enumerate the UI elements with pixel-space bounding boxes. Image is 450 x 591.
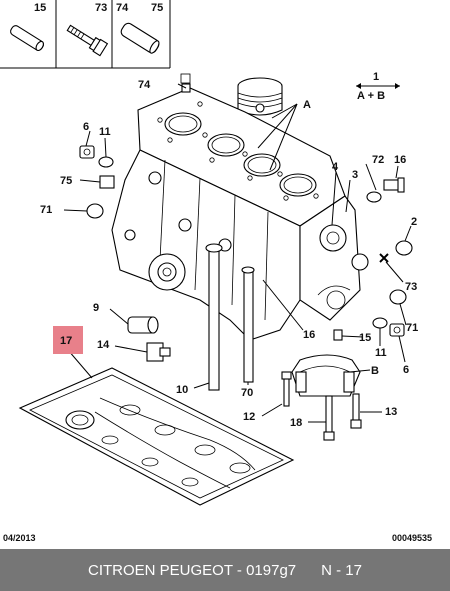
callout-16-mid: 16	[303, 329, 315, 341]
sleeve-9-icon	[127, 316, 159, 334]
bolt-16-right-icon	[383, 177, 405, 193]
washer-11-left-icon	[98, 156, 114, 168]
date-label: 04/2013	[3, 533, 36, 543]
callout-17-highlight: 17	[53, 326, 83, 354]
callout-A: A	[303, 99, 311, 111]
callout-B: B	[371, 365, 379, 377]
callout-73: 73	[405, 281, 417, 293]
leader-lines	[63, 78, 412, 423]
callout-11-right: 11	[375, 347, 387, 359]
highlight-box	[53, 326, 83, 354]
fitting-14-icon	[146, 342, 171, 362]
callout-labels: 74 A 6 11 75 71 72 16 4 3 2 73 71 15 11 …	[40, 73, 418, 429]
callout-3: 3	[352, 169, 358, 181]
cross-mark-icon	[379, 253, 389, 263]
callout-14: 14	[97, 339, 110, 351]
small-parts	[79, 83, 413, 441]
header-label-75: 75	[151, 2, 163, 14]
callout-13: 13	[385, 406, 397, 418]
header-label-73: 73	[95, 2, 107, 14]
footer-bar	[0, 549, 450, 591]
tube-70	[241, 266, 255, 383]
washer-11-right-icon	[372, 317, 388, 329]
callout-12: 12	[243, 411, 255, 423]
piston-icon	[237, 77, 283, 116]
header-parts-strip: 15 73 74 75	[0, 0, 171, 69]
callout-10: 10	[176, 384, 188, 396]
callout-11-left: 11	[99, 126, 111, 138]
footer-text: CITROEN PEUGEOT - 0197g7 N - 17	[88, 562, 362, 579]
plug-71-left-icon	[86, 203, 104, 219]
bolt-13-icon	[350, 393, 362, 429]
plug-2-icon	[395, 240, 413, 256]
main-bearing-cap	[291, 354, 361, 397]
pin-15-icon	[333, 329, 343, 341]
plug-71-right-icon	[389, 289, 407, 305]
callout-6-left: 6	[83, 121, 89, 133]
bolt-icon	[66, 24, 109, 57]
callout-71-right: 71	[406, 322, 418, 334]
legend-formula: A + B	[357, 90, 385, 102]
plug-6-right-icon	[389, 323, 405, 337]
sleeve-icon	[120, 22, 160, 54]
header-label-15: 15	[34, 2, 46, 14]
callout-6-right: 6	[403, 364, 409, 376]
callout-4: 4	[332, 161, 339, 173]
plug-6-left-icon	[79, 145, 95, 159]
callout-16-right: 16	[394, 154, 406, 166]
sleeve-75-icon	[99, 175, 115, 189]
callout-74-box	[180, 73, 191, 84]
washer-72-icon	[366, 191, 382, 203]
bolt-18-icon	[323, 395, 335, 441]
dowel-pin-icon	[10, 25, 44, 52]
gasket-set	[18, 367, 295, 506]
callout-15: 15	[359, 332, 371, 344]
callout-72: 72	[372, 154, 384, 166]
callout-9: 9	[93, 302, 99, 314]
dipstick-tube	[205, 243, 223, 391]
assembly-legend: 1 A + B	[356, 71, 400, 102]
legend-number: 1	[373, 71, 379, 83]
callout-70: 70	[241, 387, 253, 399]
callout-75: 75	[60, 175, 72, 187]
callout-74: 74	[138, 79, 151, 91]
callout-18: 18	[290, 417, 302, 429]
bolt-12-icon	[281, 371, 292, 407]
cylinder-block	[111, 87, 369, 341]
header-label-74: 74	[116, 2, 129, 14]
callout-2: 2	[411, 216, 417, 228]
callout-71-left: 71	[40, 204, 52, 216]
callout-17: 17	[60, 335, 72, 347]
reference-code: 00049535	[392, 533, 432, 543]
